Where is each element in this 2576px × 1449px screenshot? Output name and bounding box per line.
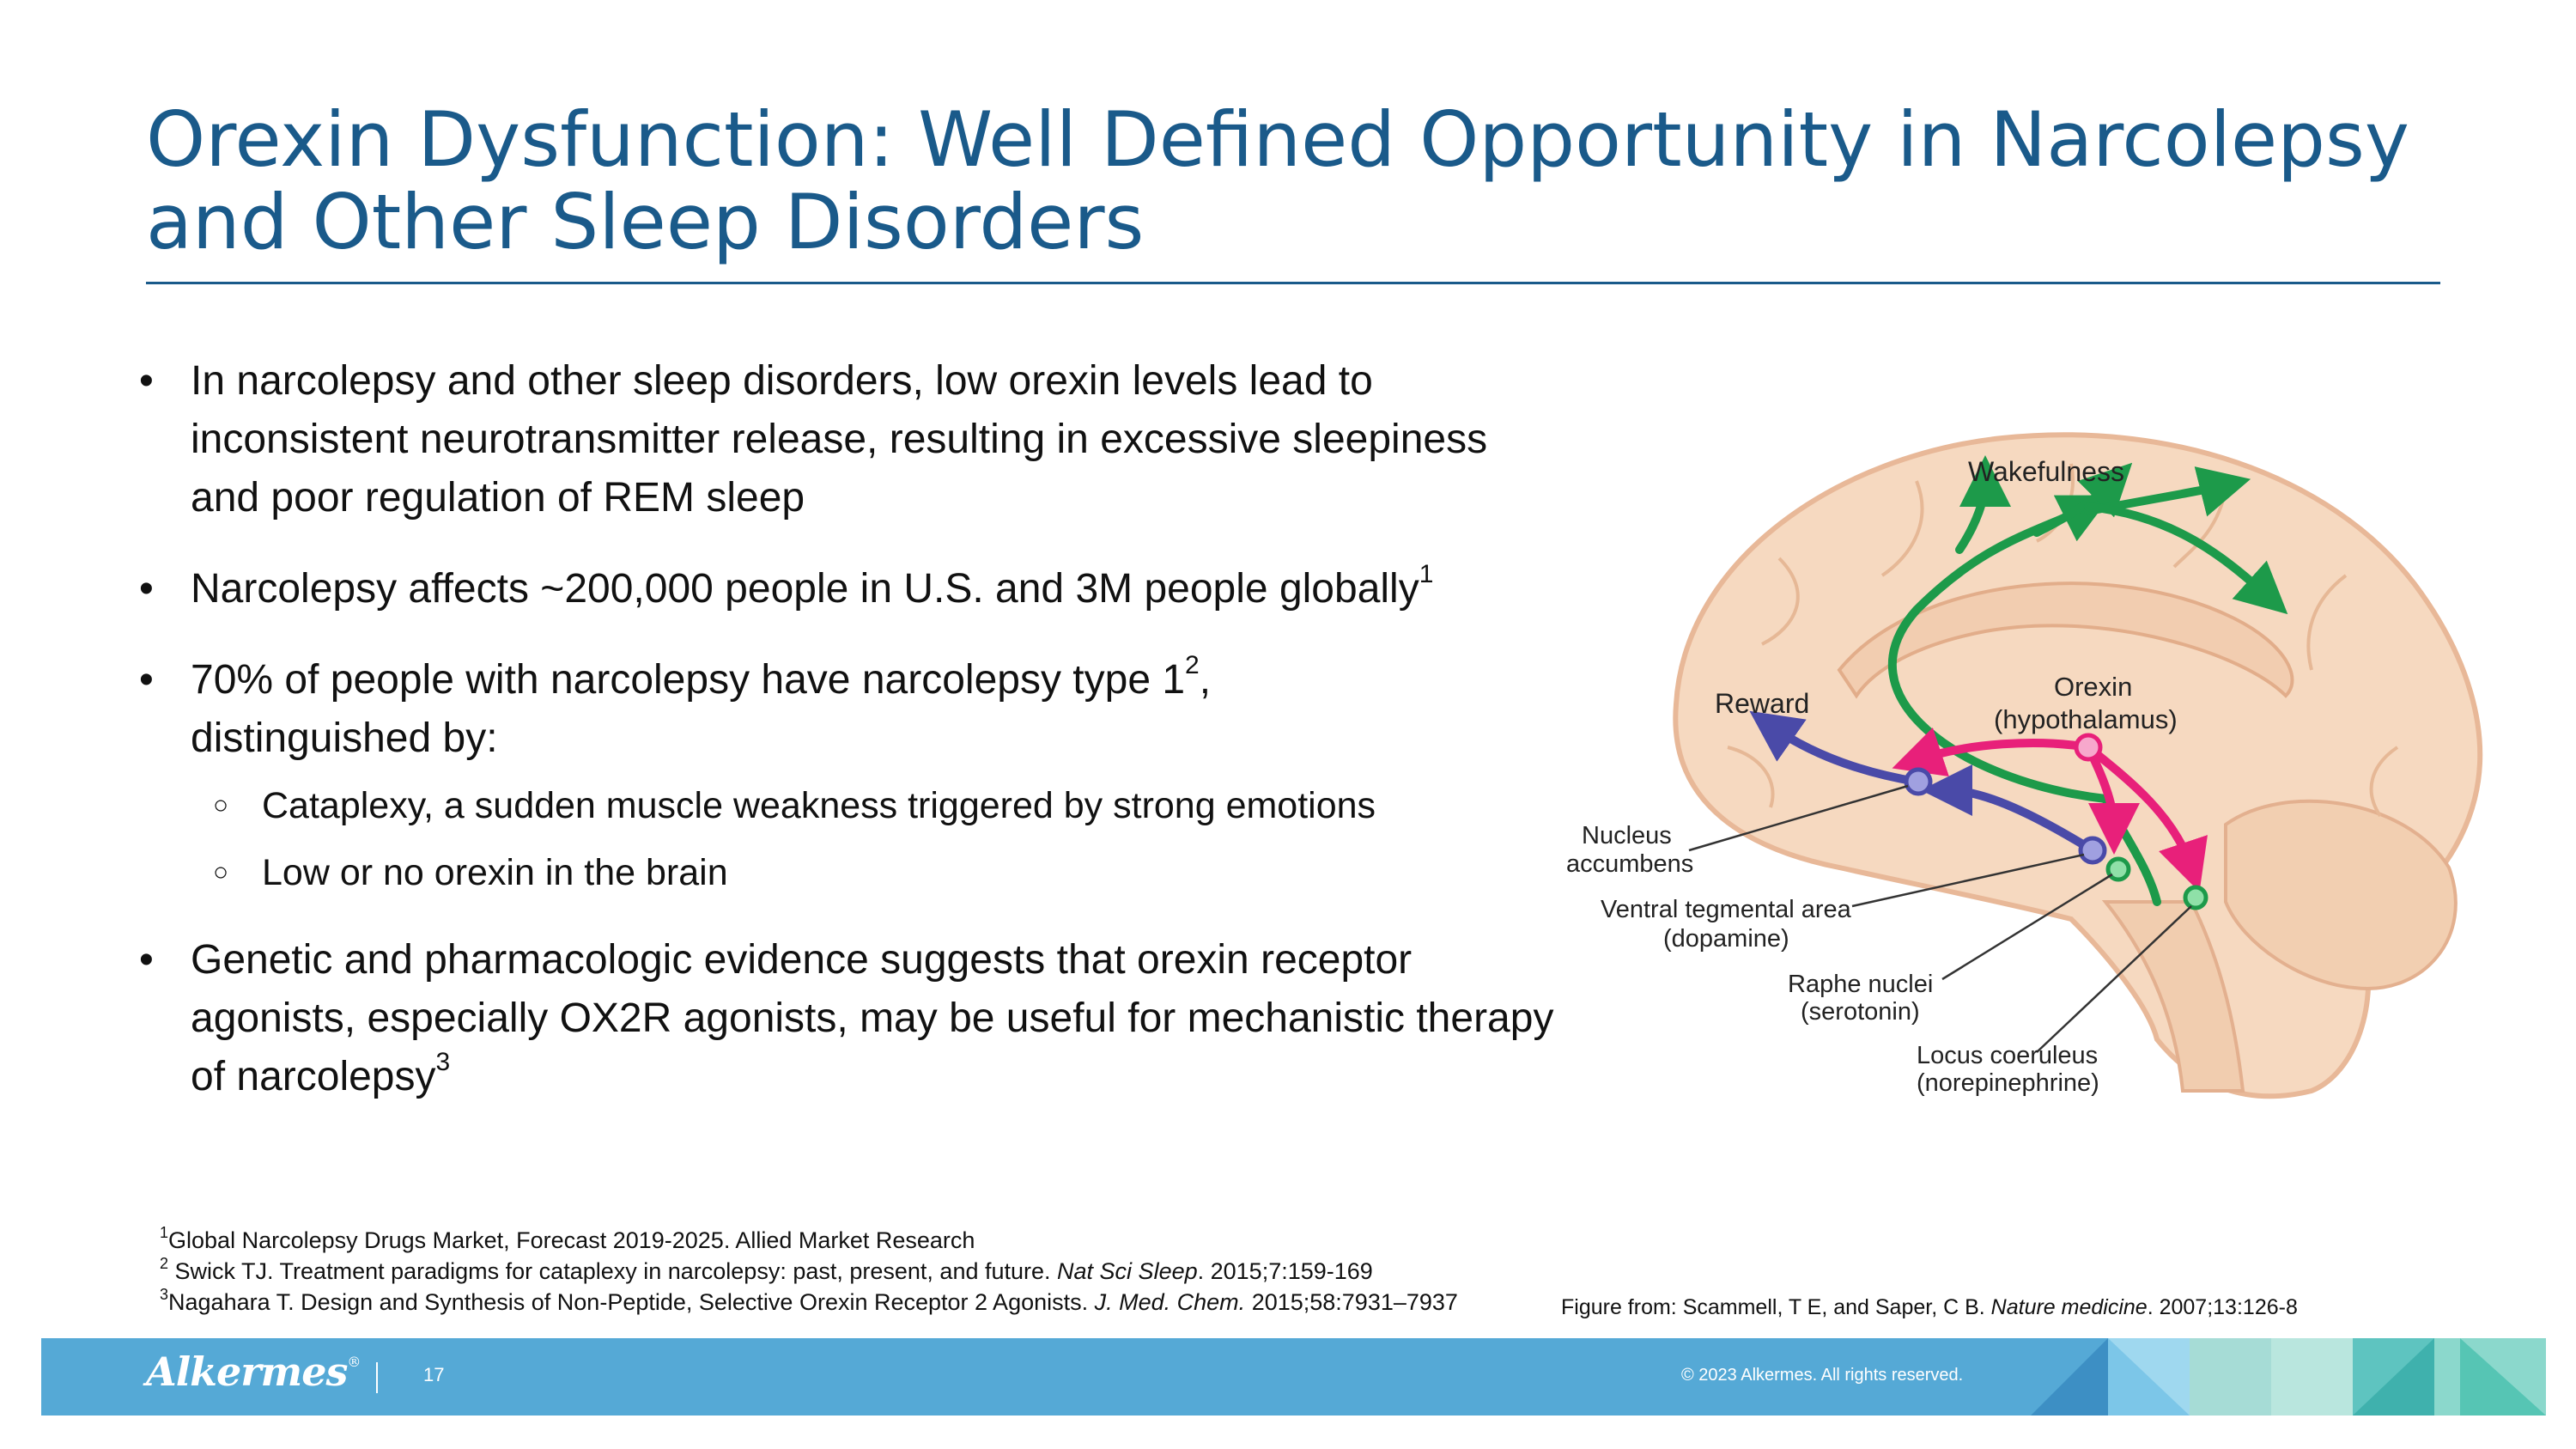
bullet-text: Genetic and pharmacologic evidence sugge… <box>191 937 1554 1099</box>
label-dopamine: (dopamine) <box>1663 925 1789 953</box>
leader-lines <box>1688 784 2192 1053</box>
bullet-item: • Genetic and pharmacologic evidence sug… <box>137 931 1563 1106</box>
green-pathway-branch-4 <box>2084 502 2288 615</box>
pink-pathway-1 <box>1892 728 2093 776</box>
label-nucleus: Nucleus <box>1582 822 1672 849</box>
title-line-2: and Other Sleep Disorders <box>146 178 1145 266</box>
bullet-item: • Narcolepsy affects ~200,000 people in … <box>137 560 1563 618</box>
bullet-text: 70% of people with narcolepsy have narco… <box>191 657 1186 703</box>
bullet-glyph: • <box>139 937 154 983</box>
decorative-tiles <box>1996 1338 2546 1416</box>
copyright-notice: © 2023 Alkermes. All rights reserved. <box>1681 1366 1964 1385</box>
label-accumbens: accumbens <box>1566 850 1693 878</box>
bullet-item: • 70% of people with narcolepsy have nar… <box>137 651 1563 768</box>
sub-bullet-glyph: ○ <box>213 791 229 819</box>
footer-bar: Alkermes® 17 © 2023 Alkermes. All rights… <box>41 1338 2546 1416</box>
label-locus-coeruleus: Locus coeruleus <box>1917 1042 2098 1069</box>
green-pathway-branch-1 <box>1955 455 2011 554</box>
footnote-marker: 2 <box>1185 651 1200 679</box>
vta-node <box>2078 836 2107 865</box>
bullet-list: • In narcolepsy and other sleep disorder… <box>137 352 1563 1139</box>
green-pathway-main <box>1887 495 2111 803</box>
brain-pathway-figure: Wakefulness Orexin (hypothalamus) Reward… <box>1566 432 2483 1099</box>
locus-coeruleus-node <box>2183 885 2208 910</box>
label-orexin: Orexin <box>2054 672 2132 702</box>
logo-separator <box>376 1362 378 1393</box>
reference-3: 3Nagahara T. Design and Synthesis of Non… <box>160 1286 1458 1315</box>
sub-bullet-text: Low or no orexin in the brain <box>262 852 728 893</box>
nucleus-accumbens-node <box>1904 767 1933 796</box>
raphe-node <box>2105 856 2131 882</box>
pink-pathway-3 <box>2084 743 2208 892</box>
green-pathway-branch-2 <box>2032 462 2133 537</box>
bullet-text-comma: , <box>1199 657 1212 703</box>
slide-title: Orexin Dysfunction: Well Defined Opportu… <box>146 99 2464 264</box>
sub-bullet-text: Cataplexy, a sudden muscle weakness trig… <box>262 785 1376 826</box>
blue-pathway-2 <box>1921 764 2097 855</box>
label-wakefulness: Wakefulness <box>1968 456 2124 487</box>
sub-bullet-glyph: ○ <box>213 858 229 886</box>
bullet-glyph: • <box>139 358 154 404</box>
bullet-text: Narcolepsy affects ~200,000 people in U.… <box>191 566 1419 612</box>
brain-folds <box>1727 463 2399 818</box>
sub-bullet-item: ○ Low or no orexin in the brain <box>137 847 1563 898</box>
label-hypothalamus: (hypothalamus) <box>1994 704 2178 734</box>
brainstem-shape <box>2101 900 2245 1093</box>
alkermes-logo: Alkermes® <box>146 1349 361 1395</box>
label-reward: Reward <box>1715 688 1809 719</box>
sub-bullet-item: ○ Cataplexy, a sudden muscle weakness tr… <box>137 780 1563 831</box>
reference-1: 1Global Narcolepsy Drugs Market, Forecas… <box>160 1224 975 1253</box>
label-raphe: Raphe nuclei <box>1788 971 1933 998</box>
reference-2: 2 Swick TJ. Treatment paradigms for cata… <box>160 1255 1373 1284</box>
label-vta: Ventral tegmental area <box>1601 896 1852 923</box>
corpus-callosum-shape <box>1837 581 2294 699</box>
orexin-node <box>2074 733 2103 762</box>
bullet-item: • In narcolepsy and other sleep disorder… <box>137 352 1563 527</box>
page-number: 17 <box>423 1364 445 1385</box>
figure-credit: Figure from: Scammell, T E, and Saper, C… <box>1561 1295 2298 1319</box>
bullet-glyph: • <box>139 566 154 612</box>
title-divider <box>146 282 2440 284</box>
bullet-text-continued: distinguished by: <box>191 715 498 761</box>
footnote-marker: 3 <box>435 1048 451 1076</box>
footnote-marker: 1 <box>1419 560 1434 588</box>
references: 1Global Narcolepsy Drugs Market, Forecas… <box>160 1225 1551 1318</box>
bullet-glyph: • <box>139 657 154 703</box>
title-line-1: Orexin Dysfunction: Well Defined Opportu… <box>146 95 2409 184</box>
blue-pathway-1 <box>1749 710 1921 786</box>
cerebellum-shape <box>2224 799 2458 990</box>
label-serotonin: (serotonin) <box>1801 998 1920 1026</box>
label-norepinephrine: (norepinephrine) <box>1917 1069 2099 1097</box>
bullet-text: In narcolepsy and other sleep disorders,… <box>191 358 1488 521</box>
